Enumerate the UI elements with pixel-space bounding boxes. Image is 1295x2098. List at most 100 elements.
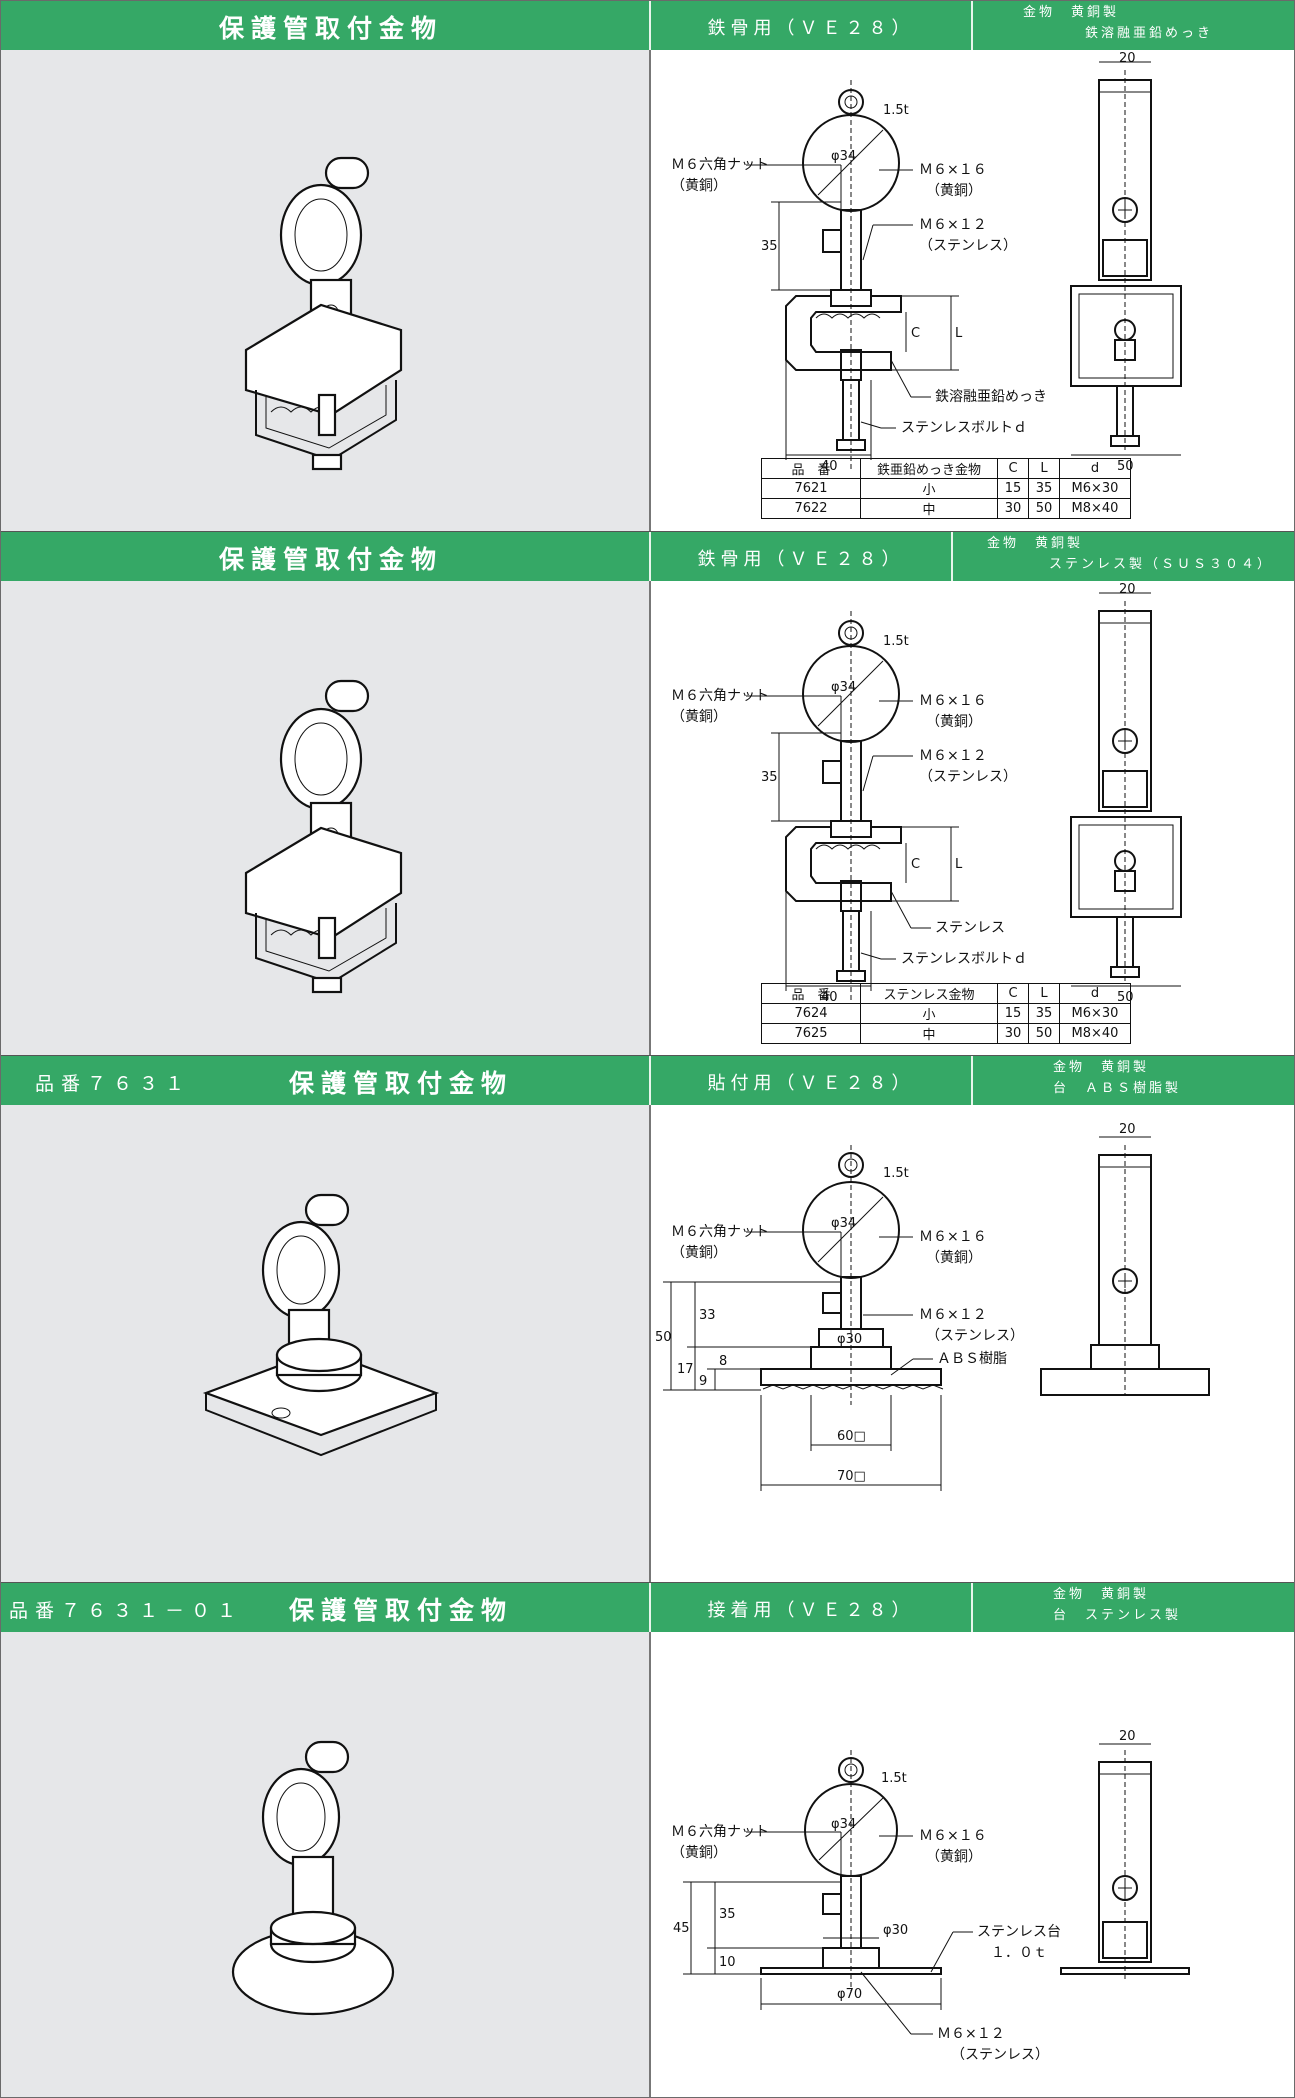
header-material-cell: 金物 黄銅製 台 ステンレス製: [973, 1583, 1294, 1632]
header-material-cell: 金物 黄銅製 台 ＡＢＳ樹脂製: [973, 1056, 1294, 1105]
c-dim: C: [911, 326, 920, 341]
table-cell: M8×40: [1059, 498, 1131, 519]
header-use-cell: 鉄骨用（ＶＥ２８）: [651, 1, 973, 50]
material-line-2: ステンレス製（ＳＵＳ３０４）: [1049, 557, 1274, 572]
width-dim-70: 70□: [837, 1469, 866, 1484]
brass-label-2: （黄銅）: [926, 1848, 982, 1865]
product-section-2: 保護管取付金物 鉄骨用（ＶＥ２８） 金物 黄銅製 ステンレス製（ＳＵＳ３０４）: [1, 532, 1294, 1055]
height-dim: 35: [761, 239, 778, 254]
product-code: 品番７６３１－０１: [9, 1600, 244, 1622]
product-title: 保護管取付金物: [219, 545, 444, 574]
nut-label: Ｍ６六角ナット: [671, 157, 769, 173]
material-line-2: 鉄溶融亜鉛めっき: [1085, 26, 1214, 41]
technical-drawing-panel: Ｍ６六角ナット （黄銅） Ｍ６×１６ （黄銅） Ｍ６×１２ （ステンレス） ＡＢ…: [651, 1105, 1294, 1582]
section-body: Ｍ６六角ナット （黄銅） Ｍ６×１６ （黄銅） Ｍ６×１２ （ステンレス） ＡＢ…: [1, 1105, 1294, 1582]
height-dim-10: 10: [719, 1955, 736, 1970]
technical-drawing-panel: Ｍ６六角ナット （黄銅） Ｍ６×１６ （黄銅） Ｍ６×１２ （ステンレス） ステ…: [651, 581, 1294, 1055]
section-header: 保護管取付金物 鉄骨用（ＶＥ２８） 金物 黄銅製 鉄溶融亜鉛めっき: [1, 1, 1294, 50]
table-cell: 15: [997, 1003, 1029, 1024]
height-dim-45: 45: [673, 1921, 690, 1936]
material-line-1: 金物 黄銅製: [1053, 1060, 1150, 1075]
table-cell: 30: [997, 1023, 1029, 1044]
thickness-dim: 1.5t: [883, 103, 909, 118]
product-title: 保護管取付金物: [289, 1069, 514, 1098]
table-row: 7624 小 15 35 M6×30: [761, 1003, 1131, 1024]
stainless-label: （ステンレス）: [951, 2047, 1049, 2063]
bolt-label: ステンレスボルトｄ: [901, 420, 1027, 436]
table-cell: 中: [860, 1023, 998, 1044]
section-header: 品番７６３１ 保護管取付金物 貼付用（ＶＥ２８） 金物 黄銅製 台 ＡＢＳ樹脂製: [1, 1056, 1294, 1105]
section-body: Ｍ６六角ナット （黄銅） Ｍ６×１６ （黄銅） Ｍ６×１２ （ステンレス） ステ…: [1, 581, 1294, 1055]
section-body: Ｍ６六角ナット （黄銅） Ｍ６×１６ （黄銅） ステンレス台 １．０ｔ Ｍ６×１…: [1, 1632, 1294, 2097]
table-row: 7622 中 30 50 M8×40: [761, 498, 1131, 519]
brass-label-2: （黄銅）: [926, 182, 982, 199]
table-cell: 7625: [761, 1023, 861, 1044]
boss-diameter-dim: φ30: [837, 1332, 862, 1347]
product-photo-panel: [1, 1105, 651, 1582]
top-width-dim: 20: [1119, 51, 1136, 66]
table-header-cell: d: [1059, 458, 1131, 479]
width-dim-60: 60□: [837, 1429, 866, 1444]
table-cell: 35: [1028, 1003, 1060, 1024]
table-cell: 7621: [761, 478, 861, 499]
usage-label: 接着用（ＶＥ２８）: [707, 1600, 915, 1621]
table-cell: 小: [860, 478, 998, 499]
table-cell: 15: [997, 478, 1029, 499]
product-photo-panel: [1, 50, 651, 531]
dimension-drawing: Ｍ６六角ナット （黄銅） Ｍ６×１６ （黄銅） Ｍ６×１２ （ステンレス） 鉄溶…: [671, 51, 1182, 474]
screw-label-m612: Ｍ６×１２: [919, 1307, 987, 1323]
table-header-cell: C: [997, 983, 1029, 1004]
table-cell: 小: [860, 1003, 998, 1024]
base-diameter-dim: φ70: [837, 1987, 862, 2002]
thickness-dim: 1.5t: [883, 1166, 909, 1181]
table-header-row: 品 番 鉄亜鉛めっき金物 C L d: [761, 458, 1131, 479]
table-cell: 50: [1028, 1023, 1060, 1044]
technical-drawing-panel: Ｍ６六角ナット （黄銅） Ｍ６×１６ （黄銅） Ｍ６×１２ （ステンレス） 鉄溶…: [651, 50, 1294, 531]
header-title-cell: 品番７６３１ 保護管取付金物: [1, 1056, 651, 1105]
screw-label-m616: Ｍ６×１６: [919, 162, 987, 178]
product-section-3: 品番７６３１ 保護管取付金物 貼付用（ＶＥ２８） 金物 黄銅製 台 ＡＢＳ樹脂製: [1, 1056, 1294, 1582]
product-photo-panel: [1, 1632, 651, 2097]
thickness-dim: 1.5t: [883, 634, 909, 649]
nut-label: Ｍ６六角ナット: [671, 1224, 769, 1240]
product-title: 保護管取付金物: [289, 1596, 514, 1625]
table-cell: 中: [860, 498, 998, 519]
l-dim: L: [955, 857, 963, 872]
table-header-cell: C: [997, 458, 1029, 479]
c-dim: C: [911, 857, 920, 872]
screw-label-m612: Ｍ６×１２: [919, 748, 987, 764]
height-dim-33: 33: [699, 1308, 716, 1323]
clamp-material-label: ステンレス: [935, 920, 1005, 936]
diameter-dim: φ34: [831, 680, 856, 695]
technical-drawing-panel: Ｍ６六角ナット （黄銅） Ｍ６×１６ （黄銅） ステンレス台 １．０ｔ Ｍ６×１…: [651, 1632, 1294, 2097]
screw-label-m612: Ｍ６×１２: [919, 217, 987, 233]
screw-label-m616: Ｍ６×１６: [919, 1229, 987, 1245]
table-cell: 7624: [761, 1003, 861, 1024]
usage-label: 鉄骨用（ＶＥ２８）: [697, 549, 905, 570]
product-illustration: [231, 1740, 395, 2016]
nut-label: Ｍ６六角ナット: [671, 1824, 769, 1840]
top-width-dim: 20: [1119, 582, 1136, 597]
stainless-label: （ステンレス）: [926, 1328, 1024, 1344]
screw-label-m612: Ｍ６×１２: [937, 2026, 1005, 2042]
table-row: 7625 中 30 50 M8×40: [761, 1023, 1131, 1044]
table-header-cell: L: [1028, 458, 1060, 479]
brass-label-2: （黄銅）: [926, 713, 982, 730]
table-cell: 7622: [761, 498, 861, 519]
clamp-material-label: 鉄溶融亜鉛めっき: [935, 389, 1047, 405]
top-width-dim: 20: [1119, 1729, 1136, 1744]
base-label: ステンレス台: [977, 1924, 1061, 1940]
material-line-2: 台 ＡＢＳ樹脂製: [1053, 1081, 1182, 1096]
header-material-cell: 金物 黄銅製 鉄溶融亜鉛めっき: [973, 1, 1294, 50]
table-cell: M8×40: [1059, 1023, 1131, 1044]
usage-label: 鉄骨用（ＶＥ２８）: [707, 18, 915, 39]
height-dim-50: 50: [655, 1330, 672, 1345]
product-code: 品番７６３１: [35, 1073, 192, 1095]
thickness-dim: 1.5t: [881, 1771, 907, 1786]
height-dim-17: 17: [677, 1362, 694, 1377]
table-header-cell: 品 番: [761, 458, 861, 479]
stainless-label: （ステンレス）: [919, 769, 1017, 785]
product-illustration: [244, 156, 403, 471]
section-body: Ｍ６六角ナット （黄銅） Ｍ６×１６ （黄銅） Ｍ６×１２ （ステンレス） 鉄溶…: [1, 50, 1294, 531]
